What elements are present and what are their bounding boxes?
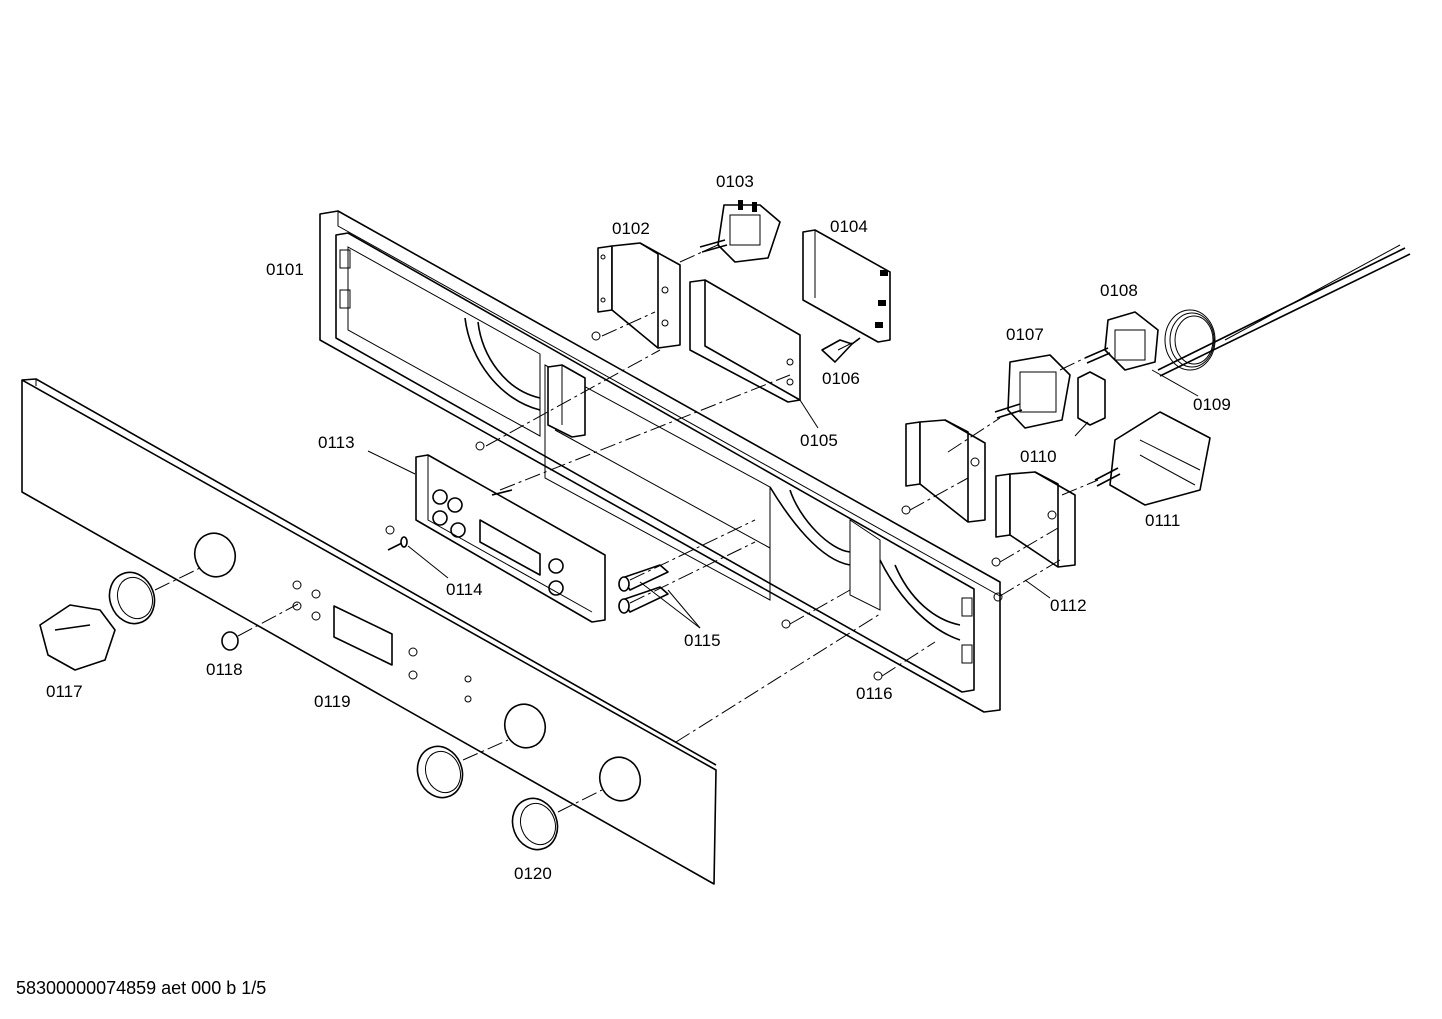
knob-0117-drawing [39,604,116,671]
bracket-left-lower-drawing [547,364,586,438]
ring-0120-drawing [416,745,559,851]
part-label-0119: 0119 [314,692,351,711]
part-label-0105: 0105 [800,431,838,450]
bracket-0105-drawing [689,279,801,403]
part-label-0115: 0115 [684,631,721,650]
clip-0110-drawing [1077,371,1106,426]
part-label-0101: 0101 [266,260,304,279]
part-label-0107: 0107 [1006,325,1044,344]
part-label-0109: 0109 [1193,395,1231,414]
part-label-0114: 0114 [446,580,483,599]
thermostat-0108-drawing [1084,311,1159,371]
switch-0111-drawing [1094,411,1211,506]
drawing-code: 58300000074859 aet 000 b 1/5 [16,978,267,998]
bracket-0110-drawing [905,419,986,523]
part-label-0110: 0110 [1020,447,1057,466]
part-label-0111: 0111 [1145,511,1180,530]
part-label-0104: 0104 [830,217,868,236]
ring-left-drawing [108,571,156,625]
lamp-0106-drawing [821,337,861,363]
button-0118-drawing [221,631,239,651]
part-label-0113: 0113 [318,433,355,452]
control-frame-drawing [319,210,1003,713]
part-label-0103: 0103 [716,172,754,191]
part-label-0120: 0120 [514,864,552,883]
part-label-0106: 0106 [822,369,860,388]
fascia-panel-drawing [21,378,717,885]
bracket-0102-drawing [597,242,681,349]
assembly-lines [154,242,1099,813]
part-labels: 0101 0102 0103 0104 0105 0106 0107 0108 … [46,172,1231,883]
bracket-0112-drawing [995,471,1076,568]
switch-0103-drawing [699,200,781,263]
lamps-0115-drawing [618,564,669,614]
circuit-board-0104-drawing [802,229,891,343]
part-label-0102: 0102 [612,219,650,238]
part-label-0112: 0112 [1050,596,1087,615]
leader-lines [367,369,1199,629]
control-module-0113-drawing [415,454,606,623]
part-label-0108: 0108 [1100,281,1138,300]
switch-0107-drawing [994,354,1071,429]
part-label-0117: 0117 [46,682,83,701]
indicator-0114-drawing [387,536,408,551]
part-label-0118: 0118 [206,660,243,679]
part-label-0116: 0116 [856,684,893,703]
capillary-0109-drawing [1157,244,1411,377]
